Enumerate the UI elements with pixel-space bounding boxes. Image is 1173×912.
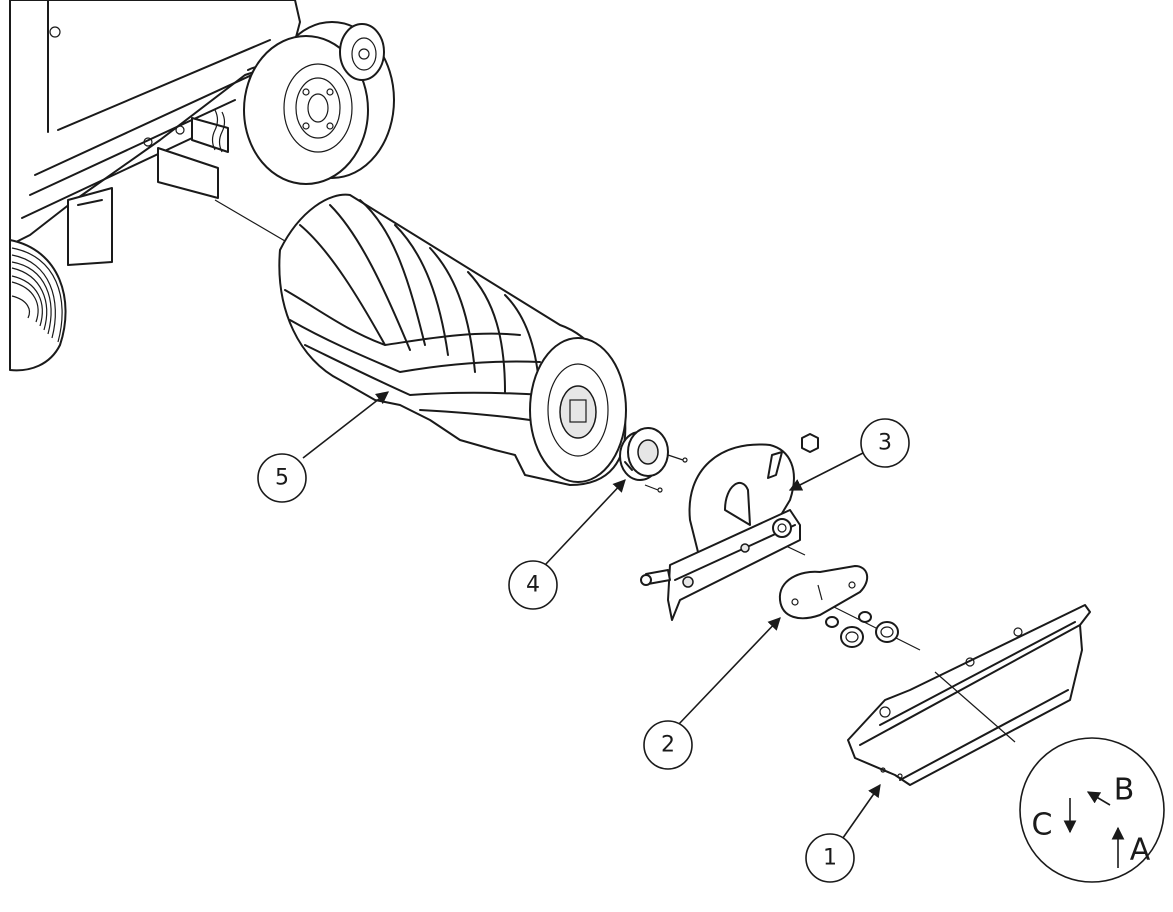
callout-4-label: 4 [526, 573, 540, 598]
side-brush [9, 239, 67, 372]
hub-bearing [619, 427, 688, 493]
bracket-with-knobs [778, 565, 899, 648]
callout-3-label: 3 [878, 431, 892, 456]
leader-4 [544, 479, 626, 566]
leader-inset [934, 671, 1016, 743]
callout-4: 4 [508, 560, 558, 610]
main-brush-roller [278, 193, 627, 486]
machine-frame [9, 0, 301, 266]
leader-lines [302, 391, 1016, 846]
callout-3: 3 [860, 418, 910, 468]
leader-2 [677, 617, 781, 726]
callout-2-label: 2 [661, 733, 675, 758]
callout-1: 1 [805, 833, 855, 883]
side-plate-assembly [640, 433, 819, 621]
callout-2: 2 [643, 720, 693, 770]
axis-b-label: B [1114, 773, 1135, 808]
axis-c-label: C [1032, 808, 1053, 843]
wheel [243, 21, 395, 185]
callout-1-label: 1 [823, 846, 837, 871]
arrow-up-left-icon [1086, 791, 1111, 806]
direction-inset: C B A [1019, 737, 1165, 883]
leader-1 [837, 783, 881, 846]
leader-5 [302, 391, 390, 459]
skirt-plate [847, 604, 1091, 786]
callout-5: 5 [257, 453, 307, 503]
axis-a-label: A [1130, 833, 1151, 868]
callout-5-label: 5 [275, 466, 289, 491]
leader-3 [788, 451, 866, 491]
